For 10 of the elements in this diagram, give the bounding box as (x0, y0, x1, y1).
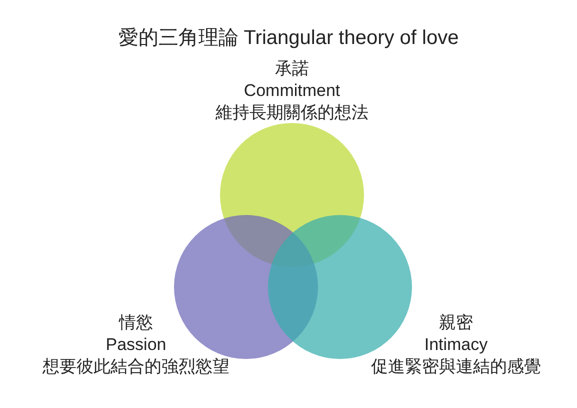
chinese-heading: 情慾 (119, 312, 153, 334)
description-text: 促進緊密與連結的感覺 (371, 356, 541, 378)
english-heading: Commitment (244, 80, 340, 102)
chinese-heading: 承諾 (275, 58, 309, 80)
title: 愛的三角理論 Triangular theory of love (117, 26, 460, 51)
description-text: 想要彼此結合的強烈慾望 (42, 356, 230, 378)
chinese-heading: 親密 (439, 312, 473, 334)
description-text: 維持長期關係的想法 (216, 102, 368, 124)
english-heading: Intimacy (424, 334, 488, 356)
english-heading: Passion (106, 334, 166, 356)
